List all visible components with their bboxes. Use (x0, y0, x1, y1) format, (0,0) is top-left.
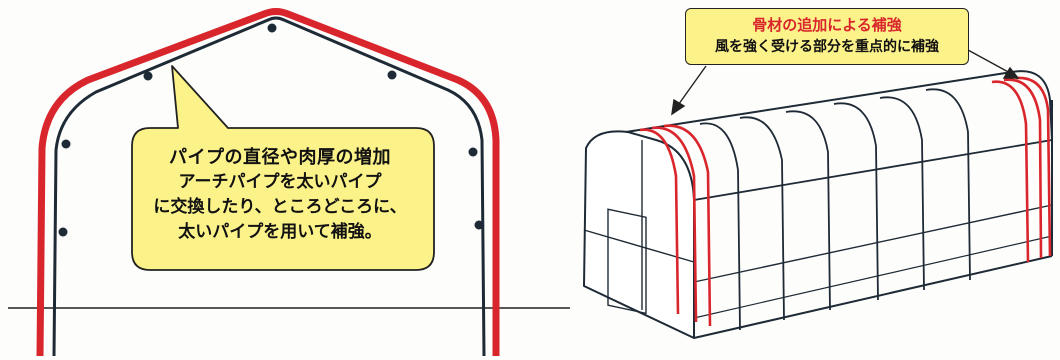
added-frame (991, 80, 1030, 263)
callout-text: パイプの直径や肉厚の増加 アーチパイプを太いパイプ に交換したり、ところどころに… (132, 145, 428, 245)
label-body: 風を強く受ける部分を重点的に補強 (715, 39, 939, 55)
joint-dot (387, 70, 397, 80)
arch-section (8, 8, 570, 357)
arrow-right-head (1002, 66, 1020, 79)
arch (739, 116, 785, 321)
callout-line-1: アーチパイプを太いパイプ (178, 172, 382, 192)
original-pipe (52, 16, 486, 357)
joint-dot (468, 147, 478, 157)
joint-dot (58, 227, 68, 237)
arch (785, 110, 831, 311)
eave-line (693, 139, 1053, 201)
callout-bubble (131, 65, 435, 271)
arch (833, 102, 879, 301)
callout-line-2: に交換したり、ところどころに、 (153, 197, 407, 217)
joint-dot (474, 220, 484, 230)
added-frame (1015, 76, 1052, 257)
thick-pipe[interactable] (36, 8, 500, 357)
arch (879, 96, 925, 291)
purlin (693, 235, 1053, 319)
purlin (693, 204, 1053, 283)
added-frame (663, 124, 712, 327)
arrow-left (675, 65, 707, 109)
joint-dot (267, 23, 277, 33)
arch (925, 88, 971, 281)
pointer-arrows (671, 49, 1020, 116)
added-frames-back[interactable] (991, 76, 1052, 263)
greenhouse (583, 49, 1053, 339)
arrow-left-head (671, 98, 686, 116)
door (607, 208, 647, 315)
arch (699, 122, 741, 331)
arrow-right (967, 49, 1013, 75)
added-frame (1003, 78, 1043, 259)
reinforcement-label: 骨材の追加による補強 風を強く受ける部分を重点的に補強 (685, 8, 969, 65)
joint-dot (61, 139, 71, 149)
label-title: 骨材の追加による補強 (752, 16, 902, 34)
callout-title: パイプの直径や肉厚の増加 (169, 147, 391, 168)
added-frame (639, 128, 680, 315)
joint-dots (58, 23, 484, 237)
base-line (693, 255, 1053, 339)
end-wall-rail (583, 229, 695, 263)
added-frames-front[interactable] (639, 124, 712, 327)
roof-ridge (625, 70, 1053, 141)
joint-dot (143, 71, 153, 81)
callout-line-3: 太いパイプを用いて補強。 (178, 222, 382, 242)
added-frame (651, 126, 698, 323)
